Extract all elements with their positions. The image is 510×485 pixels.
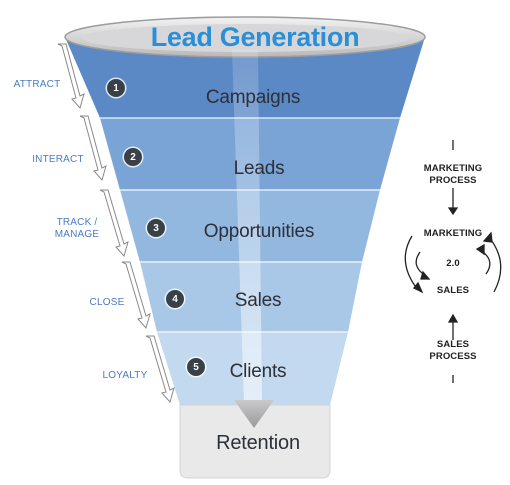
stage-number-badge: 3 (147, 219, 165, 237)
stage-number-badge: 1 (107, 79, 125, 97)
side-label-loyalty: LOYALTY (102, 370, 148, 381)
sales-process-label: SALES PROCESS (429, 339, 477, 362)
stage-label-leads: Leads (233, 158, 285, 179)
cycle-sales-label: SALES (436, 285, 470, 296)
side-label-track-manage: TRACK / MANAGE (54, 217, 100, 240)
side-label-close: CLOSE (89, 297, 125, 308)
retention-base (179, 404, 331, 479)
stage-label-retention: Retention (216, 432, 300, 454)
side-label-attract: ATTRACT (13, 79, 61, 90)
stage-number-badge: 5 (187, 358, 205, 376)
diagram-title: Lead Generation (150, 22, 360, 52)
funnel-rim-inner (81, 24, 409, 52)
side-label-interact: INTERACT (32, 154, 84, 165)
cycle-arrows (404, 140, 502, 383)
stage-number-badge: 4 (166, 290, 184, 308)
cycle-center-label: 2.0 (446, 258, 460, 269)
side-chevrons (57, 43, 175, 404)
marketing-process-label: MARKETING PROCESS (423, 163, 483, 186)
center-arrow-shaft (232, 50, 262, 402)
stage-number-badge: 2 (124, 148, 142, 166)
stage-label-sales: Sales (234, 290, 282, 311)
cycle-marketing-label: MARKETING (423, 228, 483, 239)
stage-label-clients: Clients (229, 361, 287, 382)
stage-label-campaigns: Campaigns (205, 87, 301, 108)
center-arrow-head (234, 400, 274, 428)
stage-label-opportunities: Opportunities (203, 221, 315, 242)
